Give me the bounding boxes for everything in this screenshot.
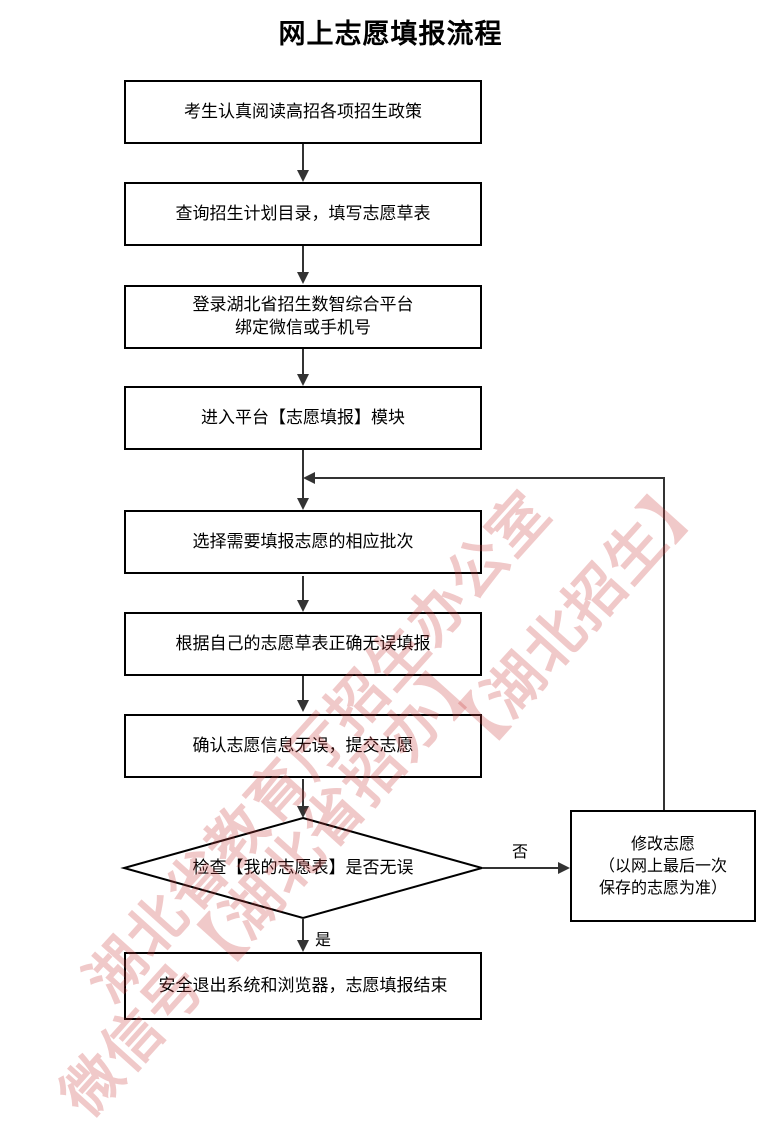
step-enter-module: 进入平台【志愿填报】模块 (124, 386, 482, 450)
no-label: 否 (512, 842, 529, 861)
step-submit-label: 确认志愿信息无误，提交志愿 (192, 735, 414, 756)
step-exit: 安全退出系统和浏览器，志愿填报结束 (124, 952, 482, 1020)
step-exit-label: 安全退出系统和浏览器，志愿填报结束 (158, 975, 448, 996)
step-login-platform-line1: 登录湖北省招生数智综合平台 (192, 295, 414, 315)
yes-label: 是 (315, 930, 332, 949)
modify-box-line2: （以网上最后一次 (598, 856, 727, 875)
decision-label: 检查【我的志愿表】是否无误 (192, 858, 414, 878)
step-fill-in-label: 根据自己的志愿草表正确无误填报 (175, 633, 431, 654)
step-query-plan: 查询招生计划目录，填写志愿草表 (124, 182, 482, 246)
flow-connectors (120, 144, 665, 952)
step-query-plan-label: 查询招生计划目录，填写志愿草表 (175, 203, 431, 224)
step-login-platform: 登录湖北省招生数智综合平台 绑定微信或手机号 (124, 285, 482, 349)
step-read-policy-label: 考生认真阅读高招各项招生政策 (184, 101, 422, 122)
loop-back-line (303, 472, 665, 810)
modify-box: 修改志愿 （以网上最后一次 保存的志愿为准） (570, 810, 756, 922)
step-submit: 确认志愿信息无误，提交志愿 (124, 714, 482, 778)
step-read-policy: 考生认真阅读高招各项招生政策 (124, 80, 482, 144)
modify-box-line3: 保存的志愿为准） (598, 878, 727, 897)
modify-box-line1: 修改志愿 (630, 834, 695, 853)
page-title: 网上志愿填报流程 (278, 19, 503, 50)
step-login-platform-line2: 绑定微信或手机号 (235, 318, 371, 338)
step-select-batch-label: 选择需要填报志愿的相应批次 (192, 531, 414, 552)
step-fill-in: 根据自己的志愿草表正确无误填报 (124, 612, 482, 676)
step-enter-module-label: 进入平台【志愿填报】模块 (201, 407, 405, 428)
step-select-batch: 选择需要填报志愿的相应批次 (124, 510, 482, 574)
